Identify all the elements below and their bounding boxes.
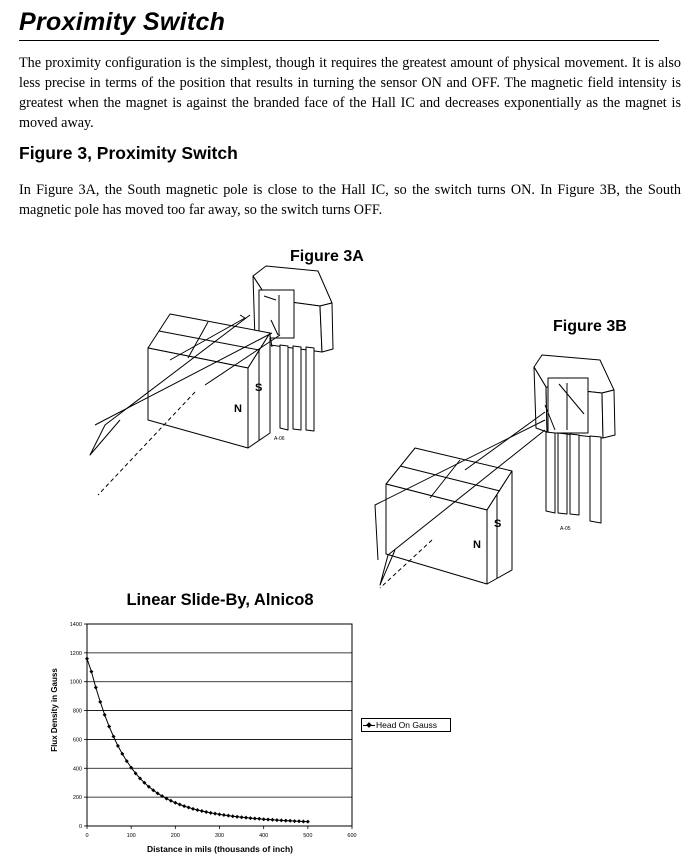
figure-3a-label: Figure 3A	[290, 248, 364, 265]
data-point	[274, 818, 279, 823]
data-point	[146, 784, 151, 789]
pole-s-label-3b: S	[494, 518, 501, 530]
data-point	[138, 776, 142, 781]
data-point	[142, 780, 147, 785]
y-tick-label: 800	[73, 709, 82, 715]
pole-n-label-3a: N	[234, 403, 242, 415]
field-lines-3b	[374, 404, 556, 589]
data-point	[168, 798, 173, 803]
data-point	[151, 788, 156, 793]
y-tick-label: 1400	[70, 622, 82, 628]
chart-y-axis-label: Flux Density in Gauss	[50, 668, 59, 752]
x-tick-label: 100	[127, 833, 136, 839]
data-point	[124, 759, 129, 764]
data-point	[182, 804, 187, 809]
part-code-3a: A-06	[274, 436, 285, 442]
pole-s-label-3a: S	[255, 382, 262, 394]
chart-legend: Head On Gauss	[361, 718, 451, 732]
figure-3b-drawing	[374, 354, 616, 589]
intro-paragraph: The proximity configuration is the simpl…	[19, 55, 681, 131]
data-point	[85, 656, 89, 661]
section-heading: Figure 3, Proximity Switch	[19, 143, 238, 163]
data-point	[292, 819, 297, 824]
magnet-3b	[385, 447, 513, 585]
data-point	[301, 819, 306, 824]
data-point	[164, 796, 169, 801]
data-point	[266, 817, 271, 822]
chart-x-axis-label: Distance in mils (thousands of inch)	[147, 844, 293, 854]
data-point	[283, 818, 288, 823]
plot-area	[86, 623, 353, 827]
x-tick-label: 200	[171, 833, 180, 839]
data-point	[279, 818, 284, 823]
part-code-3b: A-05	[560, 526, 571, 532]
data-point	[186, 805, 191, 810]
chart-title: Linear Slide-By, Alnico8	[126, 591, 314, 609]
x-tick-label: 500	[303, 833, 312, 839]
legend-series-name: Head On Gauss	[376, 720, 437, 730]
x-tick-label: 400	[259, 833, 268, 839]
data-point	[248, 816, 253, 821]
data-point	[107, 724, 112, 729]
x-tick-label: 300	[215, 833, 224, 839]
y-tick-label: 1000	[70, 680, 82, 686]
data-point	[115, 743, 120, 748]
data-point	[257, 816, 262, 821]
data-point	[288, 818, 293, 823]
figure-illustrations: N S A-06 N S A-05	[89, 265, 616, 589]
data-point	[226, 813, 231, 818]
data-point	[252, 816, 257, 821]
data-point	[244, 815, 248, 820]
data-point	[191, 806, 195, 811]
data-point	[261, 817, 266, 822]
hall-ic-3b	[533, 354, 616, 524]
legend-marker-icon	[362, 719, 376, 731]
y-tick-label: 1200	[70, 651, 82, 657]
data-point	[297, 819, 301, 824]
data-point	[221, 813, 226, 818]
data-point	[199, 808, 204, 813]
data-point	[195, 807, 200, 812]
figure-3b-label: Figure 3B	[553, 318, 627, 335]
data-point	[208, 810, 213, 815]
data-point	[160, 794, 165, 799]
page-title: Proximity Switch	[19, 4, 659, 41]
flux-density-chart: 0 200 400 600 800 1000 1200 1400 0 100 200 300 400 50…	[70, 622, 357, 839]
y-tick-label: 400	[73, 766, 82, 772]
data-point	[217, 812, 222, 817]
data-point	[235, 814, 240, 819]
magnet-3a	[147, 313, 271, 449]
y-tick-label: 600	[73, 737, 82, 743]
data-point	[213, 811, 218, 816]
data-point	[111, 734, 116, 739]
data-point	[102, 712, 107, 717]
y-tick-label: 200	[73, 795, 82, 801]
data-point	[155, 791, 160, 796]
data-point	[230, 814, 235, 819]
figure-description-paragraph: In Figure 3A, the South magnetic pole is…	[19, 182, 681, 218]
x-tick-label: 600	[347, 833, 356, 839]
data-point	[129, 765, 134, 770]
y-tick-label: 0	[79, 824, 82, 830]
data-point	[177, 802, 182, 807]
data-point	[204, 810, 209, 815]
pole-n-label-3b: N	[473, 539, 481, 551]
data-point	[93, 685, 98, 690]
data-point	[120, 751, 125, 756]
field-lines-3a	[89, 314, 281, 496]
x-tick-label: 0	[85, 833, 88, 839]
figure-3a-drawing	[89, 265, 334, 496]
data-point	[270, 817, 275, 822]
data-point	[239, 815, 244, 820]
data-point	[305, 819, 310, 824]
data-point	[89, 669, 94, 674]
data-point	[133, 771, 138, 776]
data-point	[173, 800, 178, 805]
data-point	[98, 699, 103, 704]
